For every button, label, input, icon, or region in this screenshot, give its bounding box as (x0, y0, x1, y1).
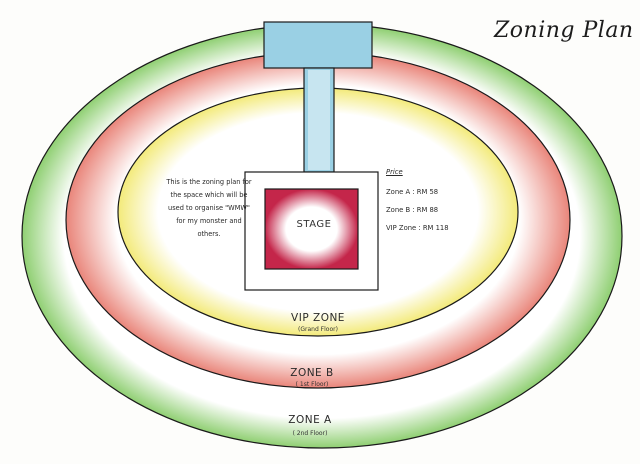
price-heading: Price (386, 168, 403, 176)
diagram-title: Zoning Plan (494, 18, 634, 43)
vip-zone-floor: (Grand Floor) (298, 326, 338, 333)
entrance-block (263, 21, 373, 69)
stage (264, 188, 359, 270)
zone-b-label: ZONE B (290, 367, 334, 379)
price-vip-zone: VIP Zone : RM 118 (386, 224, 449, 232)
price-zone-b: Zone B : RM 88 (386, 206, 439, 214)
zone-a-floor: ( 2nd Floor) (292, 430, 328, 437)
zone-b-floor: ( 1st Floor) (295, 381, 329, 388)
stage-label: STAGE (296, 219, 332, 230)
info-text: This is the zoning plan for the space wh… (166, 178, 252, 238)
walkway-corridor (303, 67, 335, 173)
vip-zone-label: VIP ZONE (291, 312, 345, 324)
price-zone-a: Zone A : RM 58 (386, 188, 439, 196)
zone-a-label: ZONE A (288, 414, 332, 426)
walkway-inner (308, 70, 330, 170)
price-list: Price Zone A : RM 58 Zone B : RM 88 VIP … (386, 168, 449, 242)
